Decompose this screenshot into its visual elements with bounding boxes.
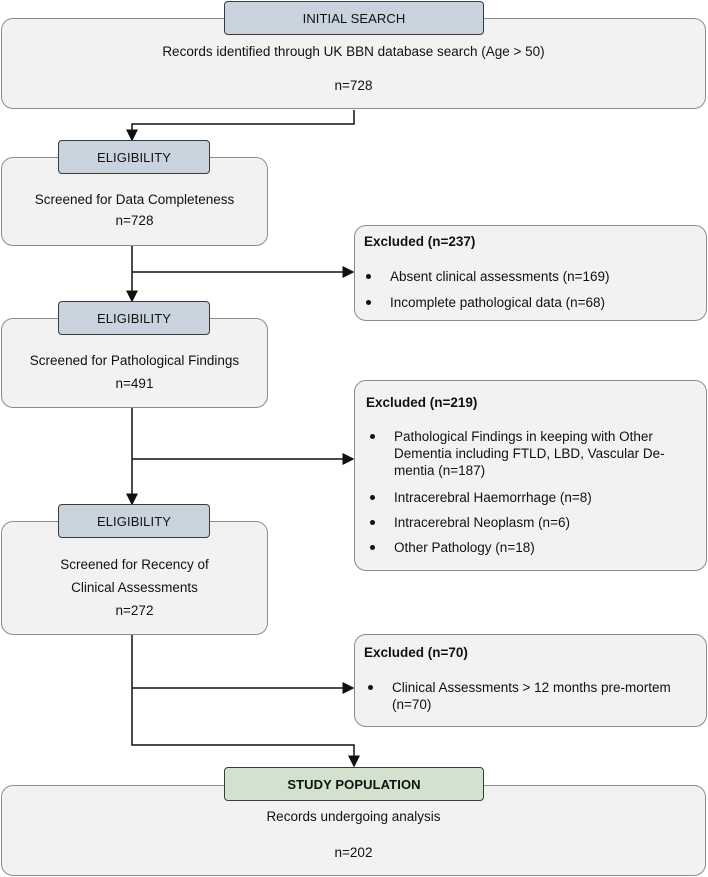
excluded-box-2 — [354, 380, 707, 571]
eligibility-3-text-line2: Clinical Assessments — [71, 580, 198, 595]
list-item-line: (n=70) — [392, 697, 432, 712]
list-item: Intracerebral Neoplasm (n=6) — [358, 514, 706, 531]
list-item-line: mentia (n=187) — [394, 463, 486, 478]
list-item: Absent clinical assessments (n=169) — [354, 268, 704, 285]
eligibility-1-text: Screened for Data Completeness — [34, 192, 235, 207]
connector-initial-to-eligibility1 — [126, 110, 355, 142]
connector-eligibility3-to-study — [131, 635, 360, 768]
list-item-line: Pathological Findings in keeping with Ot… — [394, 429, 653, 444]
eligibility-box-3 — [1, 521, 268, 635]
eligibility-tag-1: ELIGIBILITY — [58, 140, 210, 174]
initial-search-text: Records identified through UK BBN databa… — [162, 44, 545, 59]
eligibility-tag-3: ELIGIBILITY — [58, 504, 210, 538]
initial-search-count: n=728 — [334, 78, 373, 93]
list-item: Other Pathology (n=18) — [358, 539, 706, 556]
excluded-2-list: Pathological Findings in keeping with Ot… — [358, 428, 706, 556]
eligibility-1-count: n=728 — [115, 213, 154, 228]
excluded-3-title: Excluded (n=70) — [364, 645, 468, 660]
study-population-text: Records undergoing analysis — [266, 809, 441, 824]
eligibility-3-count: n=272 — [115, 603, 154, 618]
list-item-line: Clinical Assessments > 12 months pre-mor… — [392, 680, 671, 695]
excluded-2-title: Excluded (n=219) — [366, 395, 478, 410]
excluded-box-3 — [354, 634, 707, 727]
list-item-line: Dementia including FTLD, LBD, Vascular D… — [394, 446, 665, 461]
excluded-3-list: Clinical Assessments > 12 months pre-mor… — [356, 679, 706, 713]
initial-search-tag: INITIAL SEARCH — [224, 1, 484, 35]
list-item: Intracerebral Haemorrhage (n=8) — [358, 489, 706, 506]
study-population-count: n=202 — [334, 845, 373, 860]
eligibility-3-text-line1: Screened for Recency of — [60, 557, 209, 572]
eligibility-2-text: Screened for Pathological Findings — [29, 353, 240, 368]
study-population-tag: STUDY POPULATION — [224, 767, 484, 801]
list-item: Incomplete pathological data (n=68) — [354, 294, 704, 311]
excluded-1-list: Absent clinical assessments (n=169) Inco… — [354, 268, 704, 311]
eligibility-2-count: n=491 — [115, 376, 154, 391]
eligibility-tag-2: ELIGIBILITY — [58, 301, 210, 335]
excluded-box-1 — [354, 225, 707, 321]
excluded-1-title: Excluded (n=237) — [364, 234, 476, 249]
list-item: Pathological Findings in keeping with Ot… — [358, 428, 706, 479]
list-item: Clinical Assessments > 12 months pre-mor… — [356, 679, 706, 713]
